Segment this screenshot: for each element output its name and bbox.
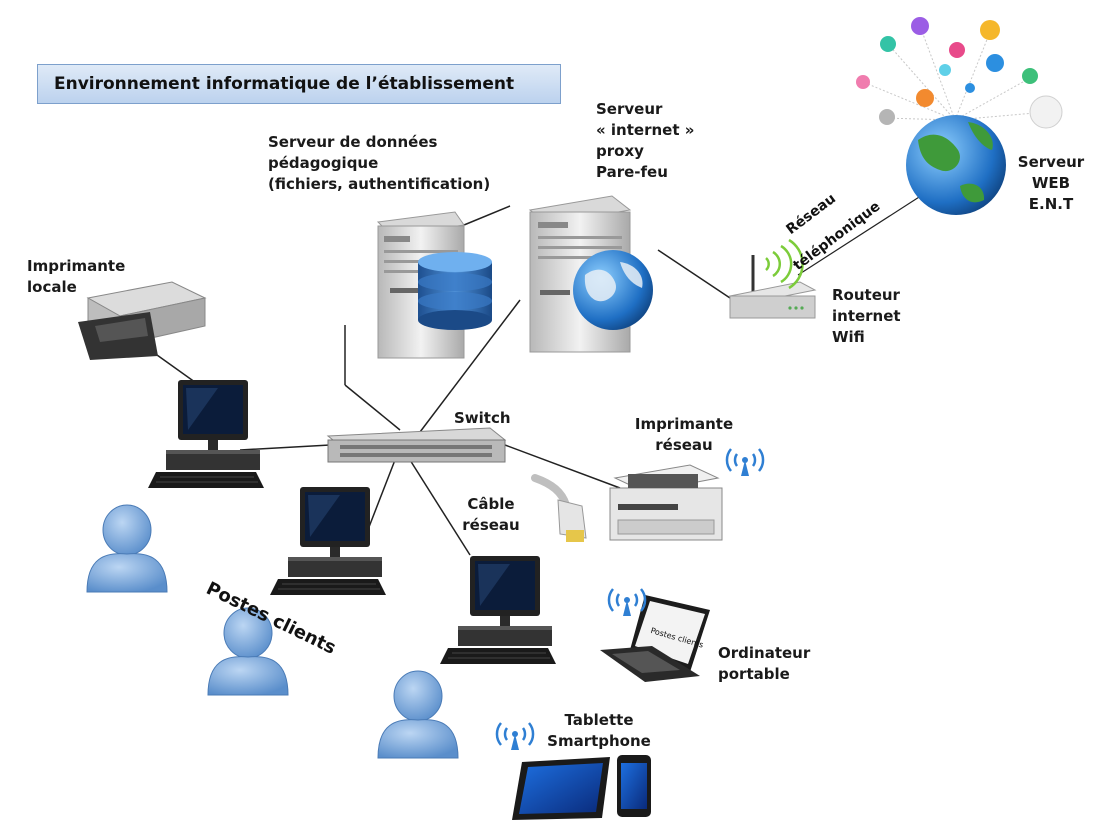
label-line: Pare-feu bbox=[596, 163, 668, 181]
label-line: Tablette bbox=[564, 711, 634, 729]
wifi-icon bbox=[607, 587, 647, 618]
label-line: réseau bbox=[462, 516, 520, 534]
laptop-icon bbox=[600, 595, 710, 682]
label-line: Serveur de données bbox=[268, 133, 438, 151]
label-line: Routeur bbox=[832, 286, 900, 304]
label-line: Serveur bbox=[596, 100, 663, 118]
label-line: internet bbox=[832, 307, 901, 325]
label-line: E.N.T bbox=[1028, 195, 1074, 213]
network-printer-label: Imprimante réseau bbox=[632, 414, 736, 456]
label-line: « internet » bbox=[596, 121, 695, 139]
connection-lines bbox=[149, 189, 931, 556]
user-icon bbox=[377, 670, 459, 759]
label-line: Imprimante bbox=[27, 257, 126, 275]
label-line: portable bbox=[718, 665, 790, 683]
label-line: (fichiers, authentification) bbox=[268, 175, 491, 193]
label-line: locale bbox=[27, 278, 77, 296]
label-line: Smartphone bbox=[547, 732, 651, 750]
label-line: proxy bbox=[596, 142, 644, 160]
tablet-label: Tablette Smartphone bbox=[540, 710, 658, 752]
smartphone-icon bbox=[617, 755, 651, 817]
switch-label: Switch bbox=[454, 409, 511, 427]
cable-label: Câble réseau bbox=[459, 494, 523, 536]
tablet-icon bbox=[512, 757, 610, 820]
router-label: Routeur internet Wifi bbox=[832, 285, 901, 348]
data-server-label: Serveur de données pédagogique (fichiers… bbox=[268, 132, 490, 195]
web-server-label: Serveur WEB E.N.T bbox=[1012, 152, 1090, 215]
desktop-icon bbox=[269, 486, 387, 596]
desktop-icon bbox=[439, 555, 557, 665]
wifi-icon bbox=[495, 721, 535, 752]
label-line: Wifi bbox=[832, 328, 865, 346]
cloud-apps-icon bbox=[856, 17, 1063, 129]
label-line: WEB bbox=[1031, 174, 1071, 192]
label-line: Serveur bbox=[1017, 153, 1085, 171]
local-printer-label: Imprimante locale bbox=[27, 256, 125, 298]
diagram-title: Environnement informatique de l’établiss… bbox=[37, 64, 561, 104]
label-line: pédagogique bbox=[268, 154, 379, 172]
desktop-icon bbox=[147, 379, 265, 489]
label-line: Ordinateur bbox=[718, 644, 811, 662]
user-icon bbox=[86, 504, 168, 593]
globe-icon bbox=[573, 250, 653, 330]
cable-icon bbox=[531, 474, 587, 542]
globe-icon bbox=[906, 115, 1006, 215]
router-icon bbox=[728, 238, 817, 319]
laptop-label: Ordinateur portable bbox=[718, 643, 810, 685]
printer-icon bbox=[609, 464, 723, 541]
printer-icon bbox=[78, 281, 207, 360]
switch-icon bbox=[326, 427, 507, 463]
label-line: réseau bbox=[655, 436, 713, 454]
database-icon bbox=[418, 252, 492, 330]
label-line: Câble bbox=[467, 495, 515, 513]
internet-server-label: Serveur « internet » proxy Pare-feu bbox=[596, 99, 694, 183]
label-line: Imprimante bbox=[634, 415, 734, 433]
